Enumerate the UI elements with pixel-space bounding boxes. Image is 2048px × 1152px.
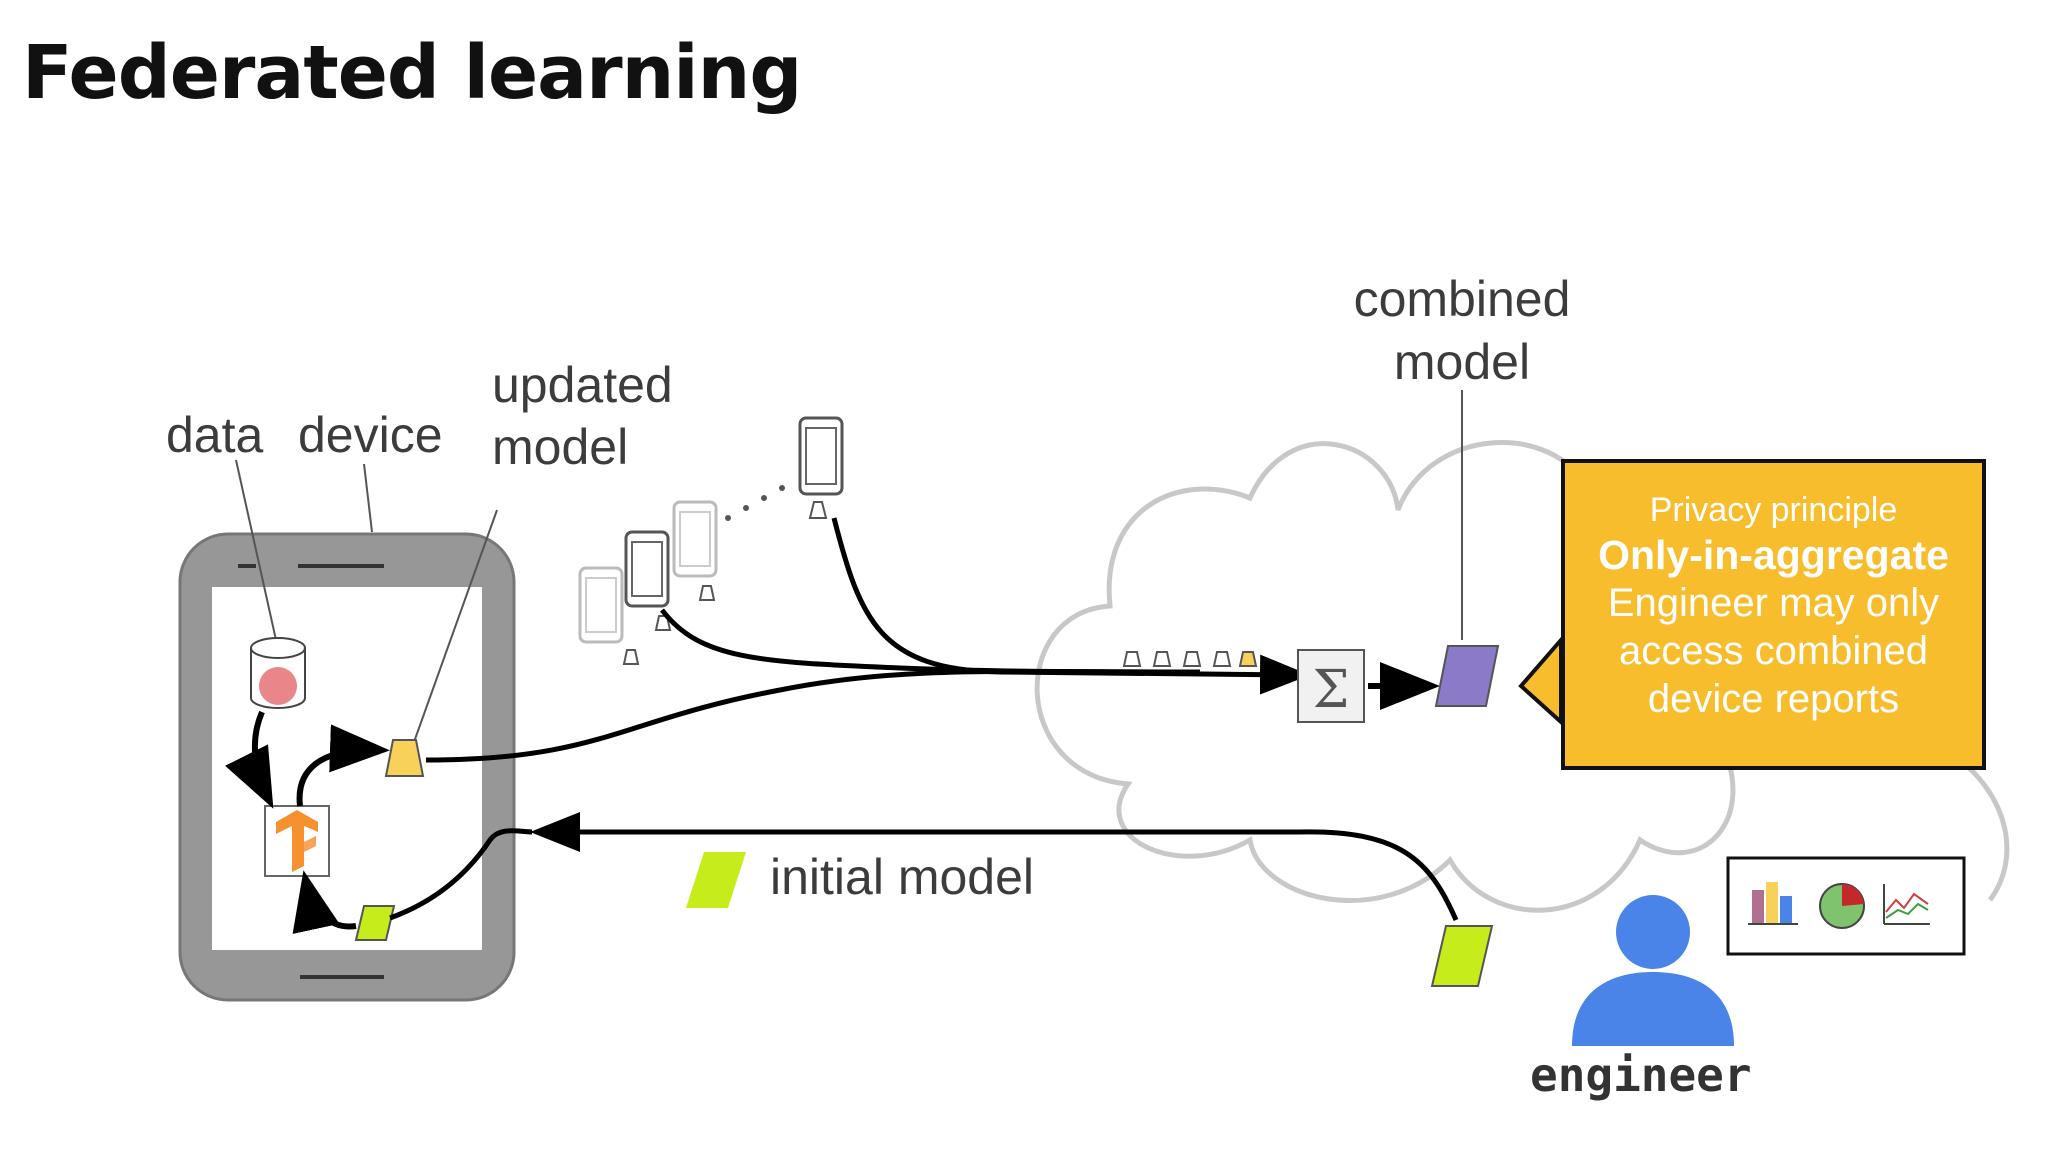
updated-model-shape bbox=[384, 739, 425, 777]
tensorflow-logo-icon bbox=[264, 805, 330, 877]
privacy-line-1: Engineer may only bbox=[1607, 581, 1940, 625]
combined-model-shape bbox=[1434, 645, 1500, 707]
collected-updates bbox=[1122, 651, 1258, 667]
initial-model-device-shape bbox=[354, 905, 396, 941]
sum-symbol: Σ bbox=[1313, 660, 1350, 720]
charts-dashboard-icon bbox=[1726, 856, 1966, 956]
engineer-label: engineer bbox=[1530, 1048, 1752, 1102]
privacy-line-3: device reports bbox=[1647, 677, 1900, 721]
initial-model-server-shape bbox=[1430, 925, 1494, 987]
aggregation-sum-box bbox=[1297, 649, 1365, 723]
privacy-heading: Privacy principle bbox=[1649, 491, 1898, 529]
combined-model-label-line2: model bbox=[1393, 334, 1531, 390]
device-label: device bbox=[298, 407, 443, 463]
privacy-principle-callout: Privacy principle Only-in-aggregate Engi… bbox=[1561, 459, 1986, 770]
page-title: Federated learning bbox=[22, 30, 802, 116]
privacy-line-2: access combined bbox=[1618, 629, 1929, 673]
initial-model-legend-swatch bbox=[686, 852, 746, 908]
combined-model-label-line1: combined bbox=[1353, 271, 1571, 327]
other-devices bbox=[578, 416, 844, 665]
updated-model-label-line1: updated bbox=[492, 357, 673, 413]
cylinder-database-icon bbox=[250, 637, 306, 709]
privacy-principle-name: Only-in-aggregate bbox=[1598, 532, 1949, 578]
updated-model-label-line2: model bbox=[492, 419, 629, 475]
data-label: data bbox=[166, 407, 264, 463]
person-icon bbox=[1572, 895, 1734, 1046]
initial-model-label: initial model bbox=[770, 849, 1035, 905]
server-cloud-right-lobe bbox=[1958, 758, 2010, 902]
